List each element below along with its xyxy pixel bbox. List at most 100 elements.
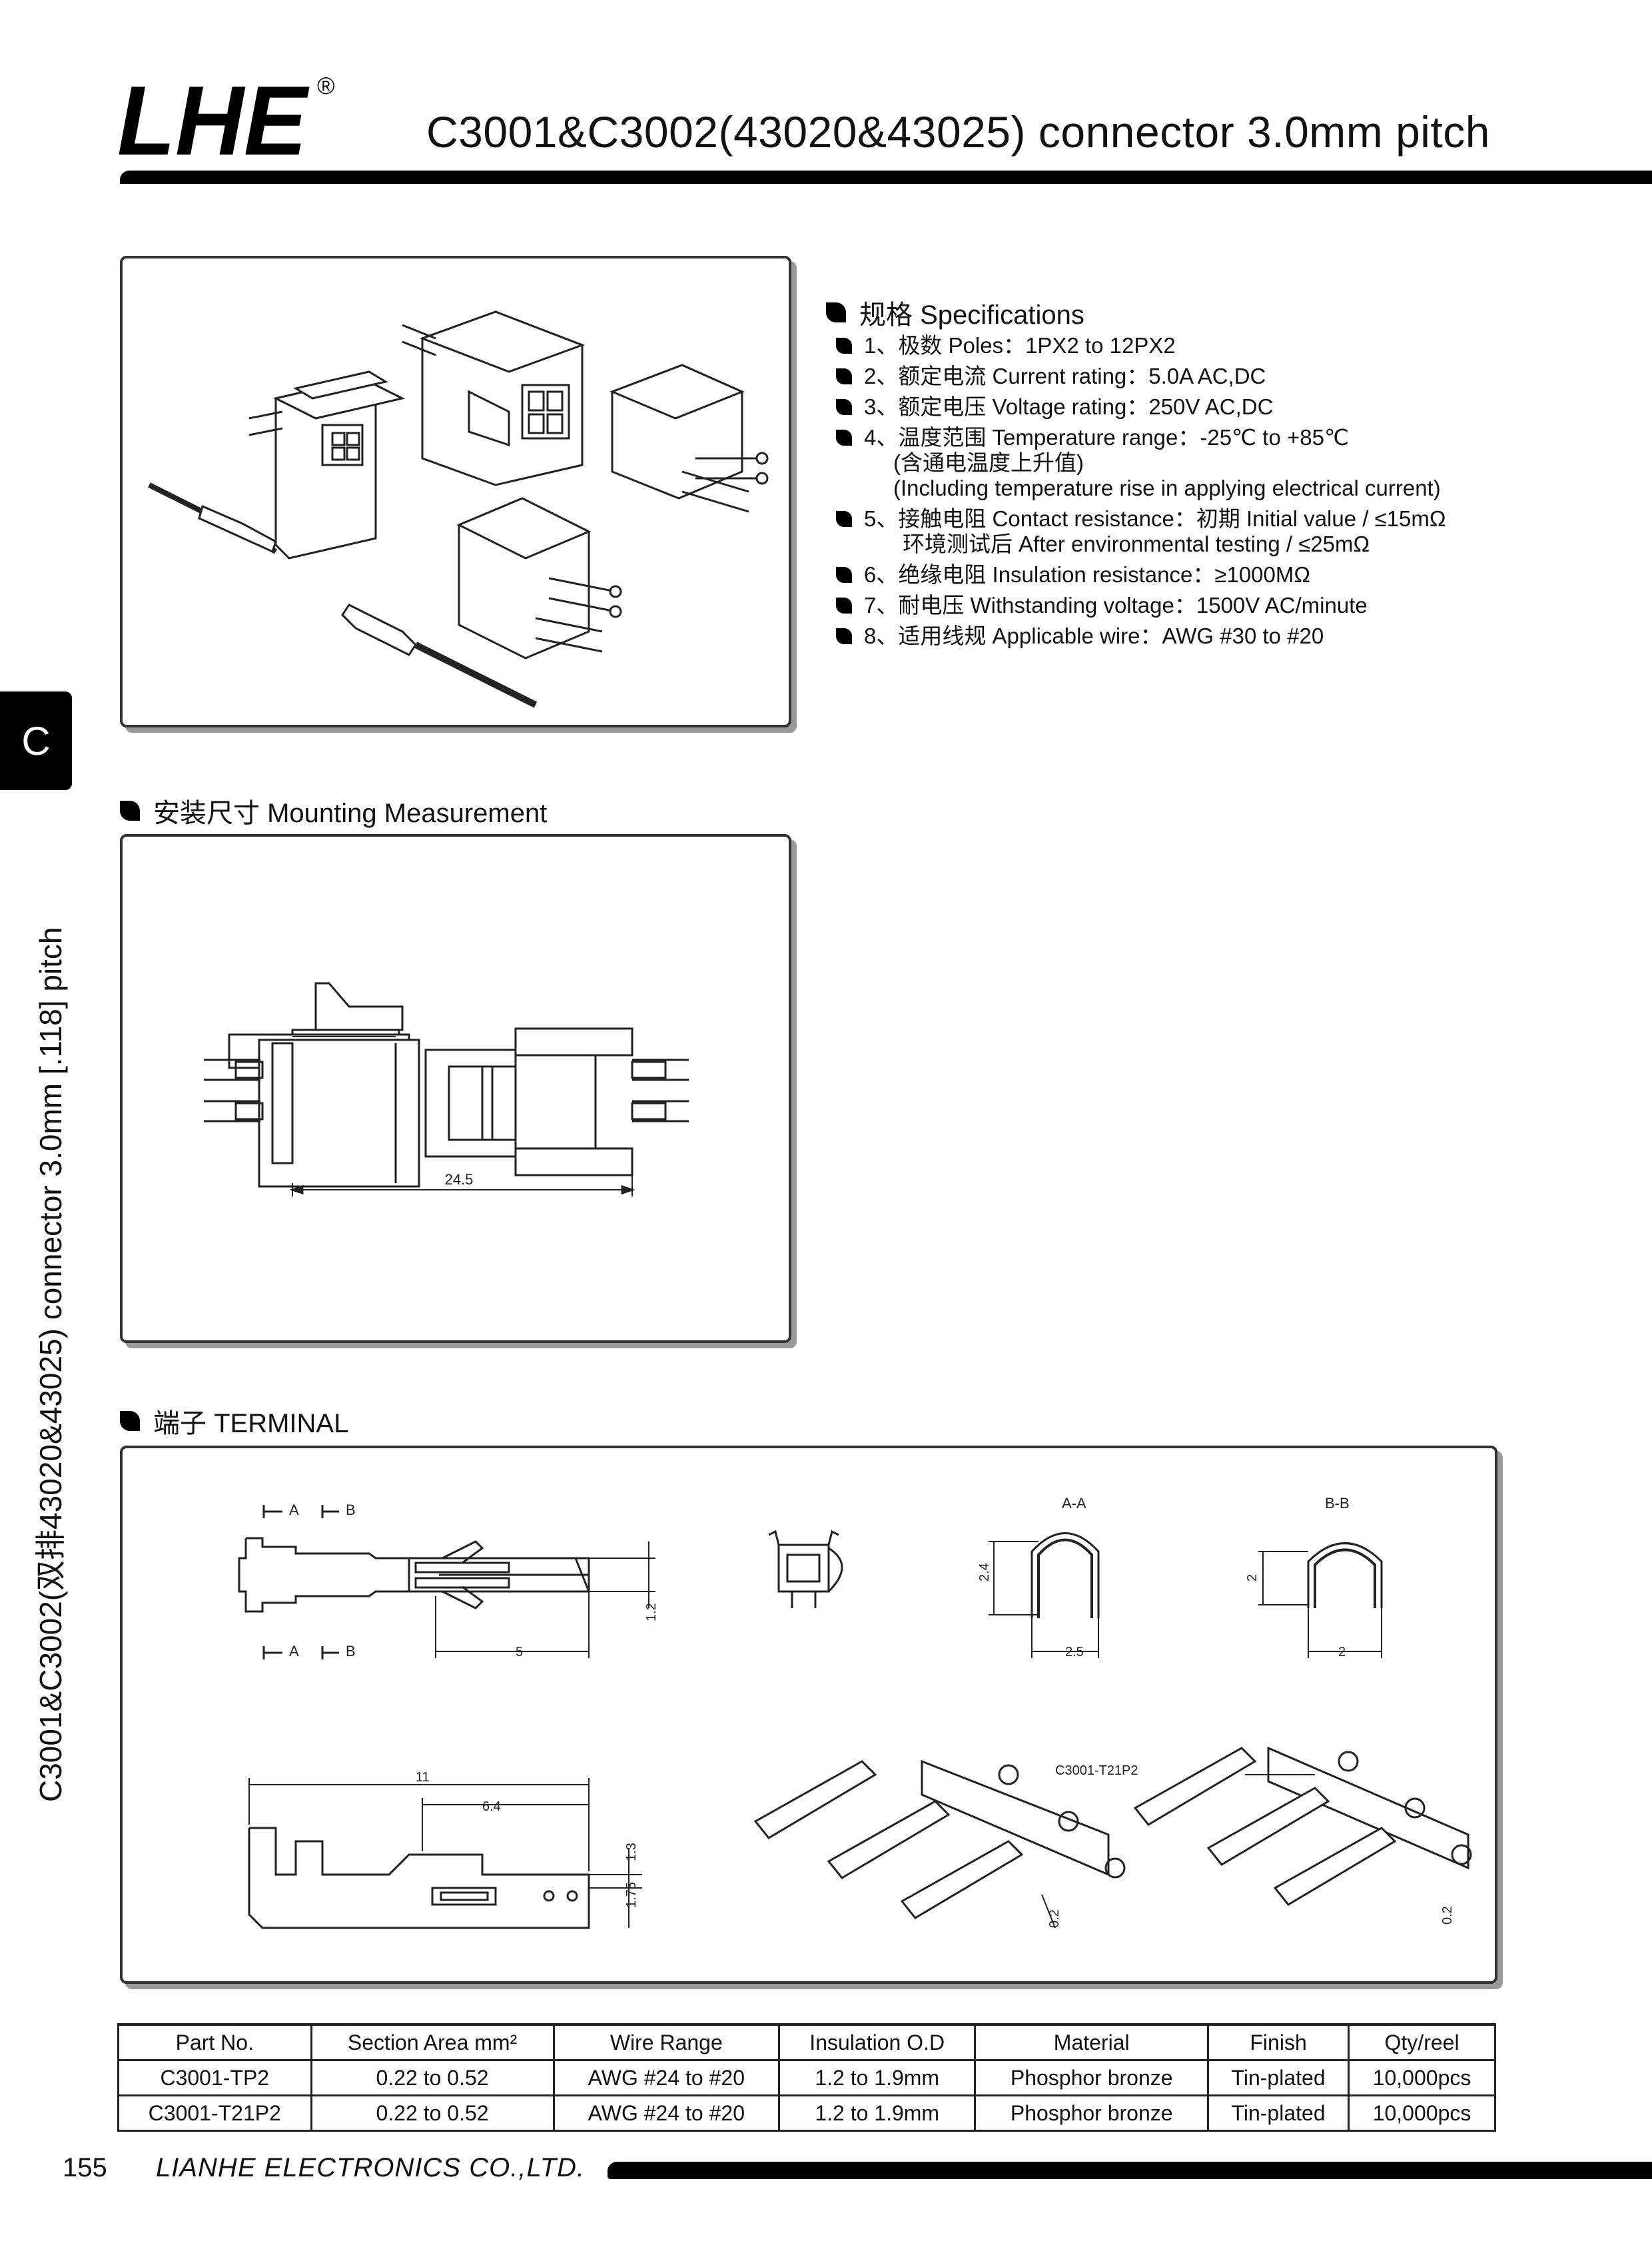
- spec-item: 3、额定电压 Voltage rating：250V AC,DC: [836, 394, 1622, 420]
- spec-line: 1、极数 Poles：1PX2 to 12PX2: [864, 333, 1176, 358]
- cell-insulation: 1.2 to 1.9mm: [778, 2059, 977, 2096]
- spec-line: 3、额定电压 Voltage rating：250V AC,DC: [864, 394, 1274, 419]
- registered-mark: ®: [317, 72, 335, 99]
- label-aa: A-A: [1062, 1495, 1086, 1512]
- section-tab-letter: C: [21, 718, 51, 763]
- cell-wire-range: AWG #24 to #20: [552, 2094, 781, 2132]
- reel-part-label: C3001-T21P2: [1055, 1763, 1138, 1778]
- spec-item: 2、额定电流 Current rating：5.0A AC,DC: [836, 364, 1622, 389]
- spec-line: 5、接触电阻 Contact resistance：初期 Initial val…: [864, 506, 1446, 531]
- product-image-panel: [120, 256, 791, 727]
- spec-line: 6、绝缘电阻 Insulation resistance：≥1000MΩ: [864, 562, 1311, 587]
- cell-insulation: 1.2 to 1.9mm: [778, 2094, 977, 2132]
- cell-finish: Tin-plated: [1207, 2059, 1350, 2096]
- connector-illustration: [148, 310, 769, 708]
- mounting-length-dim: 24.5: [445, 1171, 474, 1188]
- terminal-drawing: A B A B A-A B-B 1.2: [238, 1495, 1472, 1929]
- spec-text: 4、温度范围 Temperature range：-25℃ to +85℃(含通…: [864, 425, 1441, 501]
- specifications-heading-text: 规格 Specifications: [859, 300, 1084, 330]
- header-right-drawing: [609, 364, 769, 513]
- spec-line: 4、温度范围 Temperature range：-25℃ to +85℃: [864, 425, 1349, 450]
- mounting-heading-text: 安装尺寸 Mounting Measurement: [153, 799, 548, 828]
- section-mark-b-bottom: B: [346, 1643, 356, 1659]
- dim-2-5: 2.5: [1065, 1645, 1084, 1659]
- spec-text: 6、绝缘电阻 Insulation resistance：≥1000MΩ: [864, 562, 1310, 588]
- company-name: LIANHE ELECTRONICS CO.,LTD.: [156, 2153, 586, 2182]
- leaf-bullet-icon: [836, 430, 852, 446]
- dim-5: 5: [516, 1645, 523, 1659]
- spec-text: 2、额定电流 Current rating：5.0A AC,DC: [864, 364, 1266, 389]
- col-header-material: Material: [974, 2023, 1210, 2061]
- parts-table: Part No. Section Area mm² Wire Range Ins…: [117, 2023, 1496, 2132]
- header-rule: [120, 171, 1652, 184]
- header-bottom-drawing: [456, 497, 622, 660]
- spec-item: 1、极数 Poles：1PX2 to 12PX2: [836, 333, 1622, 358]
- spec-item: 5、接触电阻 Contact resistance：初期 Initial val…: [836, 506, 1622, 557]
- spec-line: (含通电温度上升值): [893, 450, 1084, 475]
- spec-item: 7、耐电压 Withstanding voltage：1500V AC/minu…: [836, 593, 1622, 618]
- dim-6-4: 6.4: [482, 1799, 501, 1814]
- spec-item: 6、绝缘电阻 Insulation resistance：≥1000MΩ: [836, 562, 1622, 588]
- housing-left-drawing: [248, 370, 406, 560]
- col-header-part-no: Part No.: [117, 2023, 312, 2061]
- col-header-wire-range: Wire Range: [552, 2023, 781, 2061]
- section-bb-view: 2 2: [1245, 1542, 1383, 1659]
- spec-text: 3、额定电压 Voltage rating：250V AC,DC: [864, 394, 1273, 420]
- spec-line: 7、耐电压 Withstanding voltage：1500V AC/minu…: [864, 593, 1368, 618]
- dim-1-75: 1.75: [624, 1882, 639, 1908]
- leaf-bullet-icon: [836, 628, 852, 644]
- col-header-finish: Finish: [1207, 2023, 1350, 2061]
- table-row: C3001-TP2 0.22 to 0.52 AWG #24 to #20 1.…: [117, 2059, 1496, 2096]
- col-header-qty: Qty/reel: [1348, 2023, 1496, 2061]
- dim-2-4: 2.4: [977, 1563, 992, 1581]
- dim-11: 11: [416, 1770, 430, 1785]
- section-aa-view: 2.4 2.5: [977, 1532, 1100, 1659]
- mounting-heading: 安装尺寸 Mounting Measurement: [120, 791, 547, 830]
- terminal-bottom-drawing: [341, 604, 538, 708]
- specifications-list: 1、极数 Poles：1PX2 to 12PX2 2、额定电流 Current r…: [836, 333, 1622, 654]
- leaf-bullet-icon: [836, 511, 852, 527]
- cell-material: Phosphor bronze: [974, 2059, 1210, 2096]
- spec-line: 8、适用线规 Applicable wire：AWG #30 to #20: [864, 624, 1324, 648]
- brand-logo: LHE: [117, 66, 317, 176]
- section-mark-b-top: B: [346, 1502, 356, 1518]
- table-row: C3001-T21P2 0.22 to 0.52 AWG #24 to #20 …: [117, 2094, 1496, 2132]
- dim-1-2: 1.2: [644, 1603, 659, 1621]
- cell-section-area: 0.22 to 0.52: [310, 2094, 555, 2132]
- spec-text: 1、极数 Poles：1PX2 to 12PX2: [864, 333, 1176, 358]
- terminal-left-drawing: [148, 482, 277, 554]
- terminal-reel-strip-tp2: 0.2: [753, 1759, 1126, 1929]
- spec-line: (Including temperature rise in applying …: [893, 476, 1441, 500]
- section-mark-a-top: A: [289, 1502, 299, 1518]
- table-header-row: Part No. Section Area mm² Wire Range Ins…: [117, 2023, 1496, 2061]
- label-bb: B-B: [1325, 1495, 1350, 1512]
- spec-item: 8、适用线规 Applicable wire：AWG #30 to #20: [836, 624, 1622, 649]
- housing-top-drawing: [402, 310, 586, 486]
- leaf-bullet-icon: [120, 1411, 140, 1431]
- specifications-heading: 规格 Specifications: [826, 293, 1084, 332]
- spec-text: 8、适用线规 Applicable wire：AWG #30 to #20: [864, 624, 1324, 649]
- leaf-bullet-icon: [120, 801, 140, 821]
- leaf-bullet-icon: [836, 338, 852, 354]
- dim-2-bb-height: 2: [1245, 1574, 1260, 1581]
- spec-item: 4、温度范围 Temperature range：-25℃ to +85℃(含通…: [836, 425, 1622, 501]
- cell-finish: Tin-plated: [1207, 2094, 1350, 2132]
- terminal-reel-strip-t21p2: C3001-T21P2 0.2: [1055, 1746, 1472, 1925]
- leaf-bullet-icon: [836, 598, 852, 614]
- cell-qty: 10,000pcs: [1348, 2094, 1496, 2132]
- terminal-drawing-panel: A B A B A-A B-B 1.2: [120, 1446, 1497, 1984]
- spec-line: 2、额定电流 Current rating：5.0A AC,DC: [864, 364, 1266, 388]
- page-number: 155: [63, 2153, 107, 2182]
- terminal-heading: 端子 TERMINAL: [120, 1402, 348, 1440]
- mounting-drawing-panel: 24.5: [120, 834, 791, 1343]
- section-tab: C: [0, 691, 72, 790]
- spec-text: 7、耐电压 Withstanding voltage：1500V AC/minu…: [864, 593, 1368, 618]
- leaf-bullet-icon: [836, 368, 852, 384]
- leaf-bullet-icon: [836, 399, 852, 415]
- terminal-top-view: 11 6.4 1.3 1.75: [248, 1770, 642, 1929]
- terminal-heading-text: 端子 TERMINAL: [153, 1409, 349, 1438]
- cell-material: Phosphor bronze: [974, 2094, 1210, 2132]
- mounting-drawing: 24.5: [204, 982, 689, 1196]
- footer-rule: [608, 2162, 1652, 2179]
- section-mark-a-bottom: A: [289, 1643, 299, 1659]
